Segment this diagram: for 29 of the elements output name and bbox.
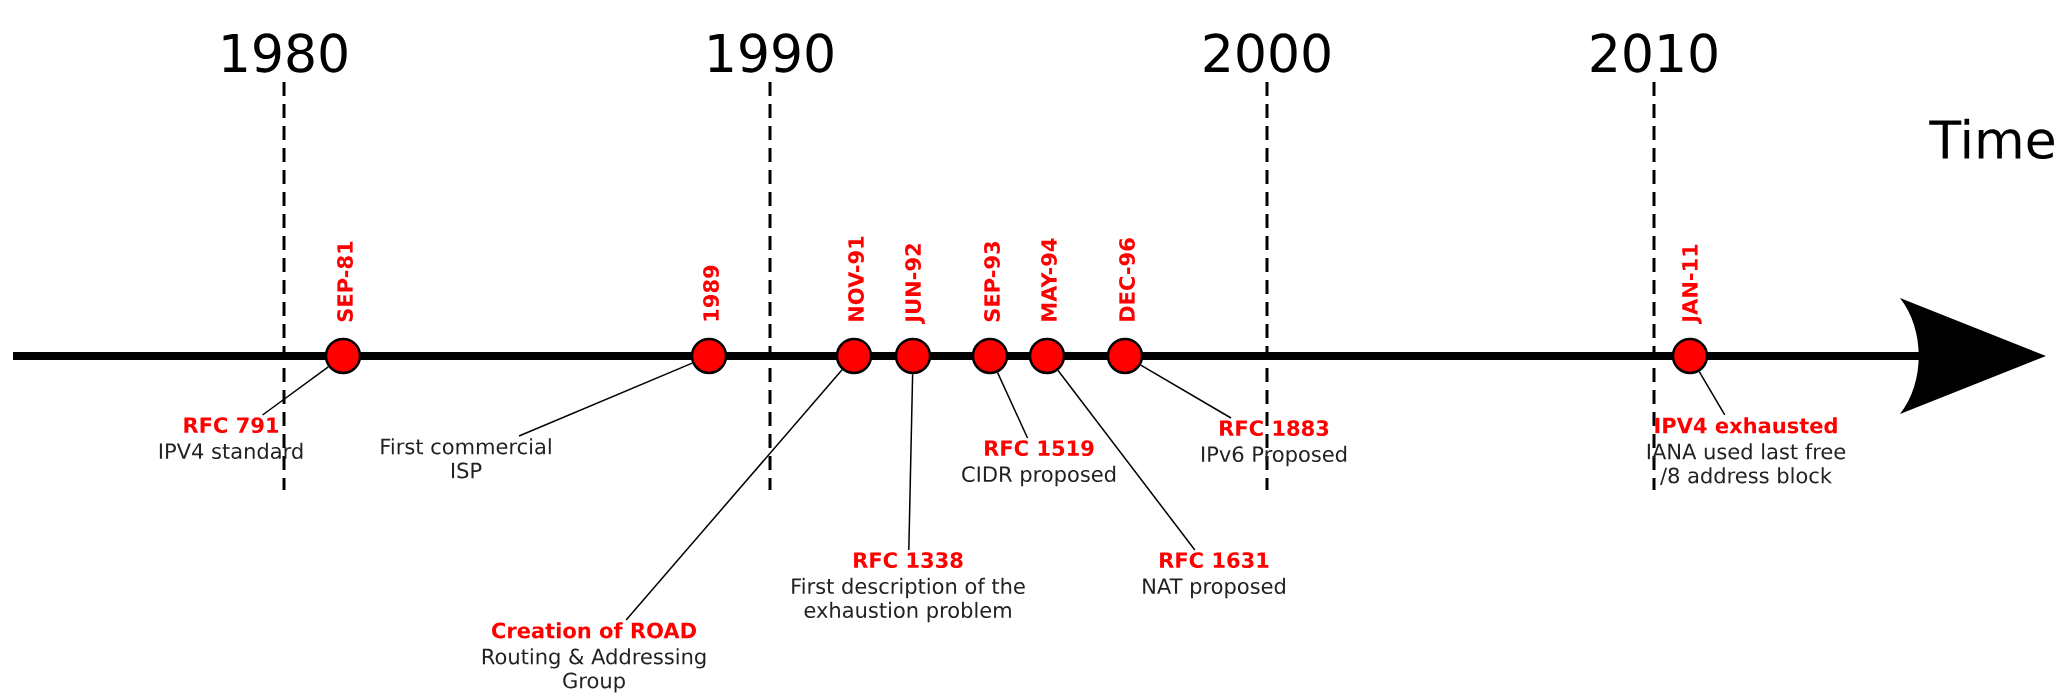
leader-line	[1698, 370, 1726, 416]
leader-line	[261, 366, 330, 416]
year-label: 1990	[709, 33, 833, 73]
leader-line	[1057, 369, 1196, 551]
event-annotation: RFC 1631 NAT proposed	[1143, 552, 1285, 599]
date-label: SEP-81	[337, 241, 353, 322]
date-label: SEP-93	[984, 242, 1000, 322]
event-annotation: RFC 1883 IPv6 Proposed	[1202, 420, 1347, 467]
event-annotation: RFC 1338 First description of the exhaustion problem	[792, 552, 1025, 623]
leader-line	[996, 371, 1029, 439]
date-label: NOV-91	[848, 236, 864, 321]
leader-line	[1140, 364, 1232, 419]
leader-line	[908, 373, 914, 551]
date-label: JUN-92	[905, 244, 925, 324]
date-label: JAN-11	[1682, 244, 1702, 324]
event-annotation: RFC 791 IPV4 standard	[159, 417, 303, 460]
date-label: 1989	[703, 265, 719, 321]
year-label: 2010	[1591, 33, 1717, 73]
year-label: 1980	[223, 33, 347, 73]
event-annotation: Creation of ROAD Routing & Addressing Group	[482, 622, 706, 693]
event-annotation: RFC 1519 CIDR proposed	[962, 440, 1116, 487]
leader-line	[518, 362, 693, 437]
axis-label: Time	[1929, 118, 2054, 160]
leader-line	[625, 369, 843, 621]
year-label: 2000	[1204, 33, 1330, 73]
date-label: MAY-94	[1041, 238, 1057, 321]
event-annotation: First commercial ISP	[381, 438, 551, 479]
event-annotation: IPV4 exhausted IANA used last free /8 address block	[1647, 417, 1846, 486]
date-label: DEC-96	[1119, 238, 1135, 321]
